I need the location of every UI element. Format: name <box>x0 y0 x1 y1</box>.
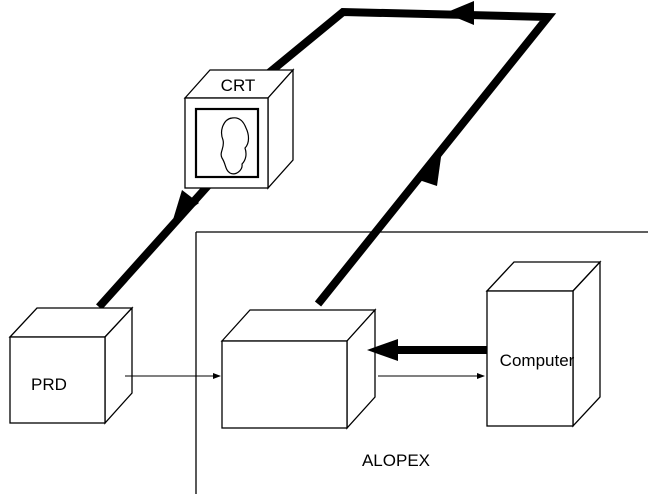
prd-label: PRD <box>31 375 67 394</box>
alopex-label: ALOPEX <box>362 451 430 470</box>
crt-box: CRT <box>183 68 295 190</box>
crt-label: CRT <box>221 76 256 95</box>
computer-to-alopex-arrow <box>367 339 487 361</box>
prd-box: PRD <box>8 306 134 425</box>
arrowhead-down-left <box>172 190 199 223</box>
arrowhead-up <box>419 150 442 186</box>
alopex-boundary <box>195 231 648 494</box>
computer-box: Computer <box>485 260 602 428</box>
feedback-loop <box>233 1 557 307</box>
alopex-box <box>220 308 377 430</box>
computer-label: Computer <box>500 351 575 370</box>
arrowhead-left <box>445 1 474 25</box>
arrowhead-left-thick <box>367 339 398 361</box>
face-image <box>220 117 250 175</box>
